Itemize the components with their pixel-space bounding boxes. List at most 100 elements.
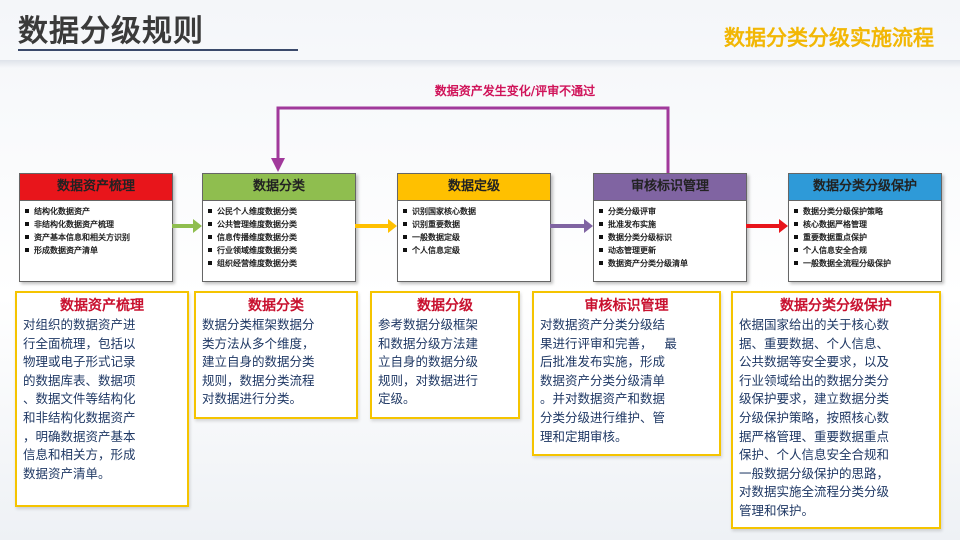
card-text-line: 公共数据等安全要求，以及	[739, 354, 890, 370]
step-item: 识别国家核心数据	[403, 205, 550, 218]
card-title: 数据分类分级保护	[780, 298, 892, 314]
step-item: 公民个人维度数据分类	[208, 205, 355, 218]
step-data-classification: 数据分类 公民个人维度数据分类公共管理维度数据分类信息传播维度数据分类行业领域维…	[202, 173, 356, 282]
card-text-line: 建立自身的数据分类	[202, 354, 315, 370]
step-title: 数据分类	[203, 174, 355, 201]
card-data-classification: 数据分类 数据分类框架数据分类方法从多个维度， 建立自身的数据分类规则，数据分类流…	[194, 291, 358, 419]
card-text-line: 行全面梳理，包括以	[23, 335, 136, 351]
card-text-line: 对数据实施全流程分类分级	[739, 484, 890, 500]
card-classification-protection: 数据分类分级保护 依据国家给出的关于核心数据、重要数据、个人信息、公共数据等安全…	[731, 291, 941, 529]
card-text-line: 的数据库表、数据项	[23, 372, 136, 388]
step-item: 核心数据严格管理	[794, 218, 941, 231]
card-text-line: 、数据文件等结构化	[23, 391, 136, 407]
card-text-line: 和数据分级方法建	[378, 335, 479, 351]
card-text-line: 果进行评审和完善， 最	[540, 335, 677, 351]
card-text-line: 分级保护策略，按照核心数	[739, 409, 890, 425]
step-review-label-management: 审核标识管理 分类分级评审批准发布实施数据分类分级标识动态管理更新数据资产分类分…	[593, 173, 747, 282]
step-item: 个人信息安全合规	[794, 244, 941, 257]
step-item: 个人信息定级	[403, 244, 550, 257]
step-item: 数据分类分级标识	[599, 231, 746, 244]
step-item: 重要数据重点保护	[794, 231, 941, 244]
page-title: 数据分级规则	[18, 14, 204, 49]
step-title: 数据资产梳理	[20, 174, 172, 201]
card-text-line: 对组织的数据资产进	[23, 317, 136, 332]
step-item: 资产基本信息和相关方识别	[25, 231, 172, 244]
card-text-line: 数据分类框架数据分	[202, 317, 315, 332]
card-text-line: 一般数据分级保护的思路，	[739, 465, 890, 481]
step-item: 组织经营维度数据分类	[208, 257, 355, 270]
card-text-line: 分类分级进行维护、管	[540, 409, 666, 425]
card-text-line: 。并对数据资产和数据	[540, 391, 666, 407]
card-text-line: 依据国家给出的关于核心数	[739, 317, 890, 332]
card-text-line: 类方法从多个维度，	[202, 335, 315, 351]
step-item: 识别重要数据	[403, 218, 550, 231]
card-title: 数据资产梳理	[60, 298, 144, 314]
card-review-label-management: 审核标识管理 对数据资产分类分级结果进行评审和完善， 最后批准发布实施，形成数据…	[532, 291, 721, 456]
card-text-line: 参考数据分级框架	[378, 317, 479, 332]
card-text-line: 对数据进行分类。	[202, 391, 303, 407]
card-text-line: 管理和保护。	[739, 502, 815, 518]
step-title: 数据分类分级保护	[789, 174, 941, 201]
flow-arrow-4	[746, 219, 788, 233]
step-title: 审核标识管理	[594, 174, 746, 201]
card-text-line: 规则，对数据进行	[378, 372, 479, 388]
card-description: 依据国家给出的关于核心数据、重要数据、个人信息、公共数据等安全要求，以及行业领域…	[739, 316, 933, 521]
card-text-line: 物理或电子形式记录	[23, 354, 136, 370]
step-item: 数据资产分类分级清单	[599, 257, 746, 270]
flow-arrow-1	[172, 219, 202, 233]
step-item-list: 数据分类分级保护策略核心数据严格管理重要数据重点保护个人信息安全合规一般数据全流…	[789, 205, 941, 270]
card-text-line: 据、重要数据、个人信息、	[739, 335, 890, 351]
step-item: 行业领域维度数据分类	[208, 244, 355, 257]
card-title: 数据分类	[248, 298, 304, 314]
flow-arrow-3	[550, 219, 593, 233]
card-text-line: 据严格管理、重要数据重点	[739, 428, 890, 444]
step-item: 一般数据全流程分级保护	[794, 257, 941, 270]
step-item: 公共管理维度数据分类	[208, 218, 355, 231]
step-item: 动态管理更新	[599, 244, 746, 257]
step-item: 一般数据定级	[403, 231, 550, 244]
step-data-asset-inventory: 数据资产梳理 结构化数据资产非结构化数据资产梳理资产基本信息和相关方识别形成数据…	[19, 173, 173, 282]
card-data-asset-inventory: 数据资产梳理 对组织的数据资产进行全面梳理，包括以物理或电子形式记录的数据库表、…	[15, 291, 189, 507]
card-description: 对数据资产分类分级结果进行评审和完善， 最后批准发布实施，形成数据资产分类分级清…	[540, 316, 713, 446]
card-text-line: 数据资产分类分级清单	[540, 372, 666, 388]
title-underline	[18, 49, 298, 51]
step-item-list: 识别国家核心数据识别重要数据一般数据定级个人信息定级	[398, 205, 550, 257]
feedback-loop-line	[276, 106, 670, 173]
step-item: 非结构化数据资产梳理	[25, 218, 172, 231]
step-item: 批准发布实施	[599, 218, 746, 231]
step-item-list: 结构化数据资产非结构化数据资产梳理资产基本信息和相关方识别形成数据资产清单	[20, 205, 172, 257]
step-title: 数据定级	[398, 174, 550, 201]
card-text-line: 和非结构化数据资产	[23, 409, 136, 425]
step-classification-protection: 数据分类分级保护 数据分类分级保护策略核心数据严格管理重要数据重点保护个人信息安…	[788, 173, 942, 282]
feedback-loop-label: 数据资产发生变化/评审不通过	[434, 84, 596, 98]
card-text-line: 规则，数据分类流程	[202, 372, 315, 388]
card-text-line: 对数据资产分类分级结	[540, 317, 666, 332]
card-title: 审核标识管理	[584, 298, 669, 314]
card-text-line: 保护、个人信息安全合规和	[739, 447, 890, 463]
step-item: 数据分类分级保护策略	[794, 205, 941, 218]
card-description: 对组织的数据资产进行全面梳理，包括以物理或电子形式记录的数据库表、数据项、数据文…	[23, 316, 181, 483]
card-text-line: 信息和相关方，形成	[23, 447, 136, 463]
card-text-line: ，明确数据资产基本	[23, 428, 136, 444]
step-item: 结构化数据资产	[25, 205, 172, 218]
card-text-line: 立自身的数据分级	[378, 354, 479, 370]
step-item: 形成数据资产清单	[25, 244, 172, 257]
header-divider	[0, 60, 960, 68]
step-item-list: 公民个人维度数据分类公共管理维度数据分类信息传播维度数据分类行业领域维度数据分类…	[203, 205, 355, 270]
card-text-line: 定级。	[378, 391, 416, 407]
card-description: 数据分类框架数据分类方法从多个维度， 建立自身的数据分类规则，数据分类流程对数据进…	[202, 316, 350, 409]
card-title: 数据分级	[417, 298, 473, 314]
page-subtitle: 数据分类分级实施流程	[724, 26, 934, 50]
card-text-line: 理和定期审核。	[540, 428, 628, 444]
step-data-grading: 数据定级 识别国家核心数据识别重要数据一般数据定级个人信息定级	[397, 173, 551, 282]
card-text-line: 后批准发布实施，形成	[540, 354, 666, 370]
card-text-line: 级保护要求，建立数据分类	[739, 391, 890, 407]
card-text-line: 行业领域给出的数据分类分	[739, 372, 890, 388]
card-data-grading: 数据分级 参考数据分级框架和数据分级方法建立自身的数据分级规则，对数据进行定级。	[370, 291, 520, 419]
flow-arrow-2	[355, 219, 397, 233]
step-item-list: 分类分级评审批准发布实施数据分类分级标识动态管理更新数据资产分类分级清单	[594, 205, 746, 270]
feedback-loop-arrowhead	[271, 158, 285, 172]
step-item: 分类分级评审	[599, 205, 746, 218]
step-item: 信息传播维度数据分类	[208, 231, 355, 244]
card-text-line: 数据资产清单。	[23, 465, 111, 481]
